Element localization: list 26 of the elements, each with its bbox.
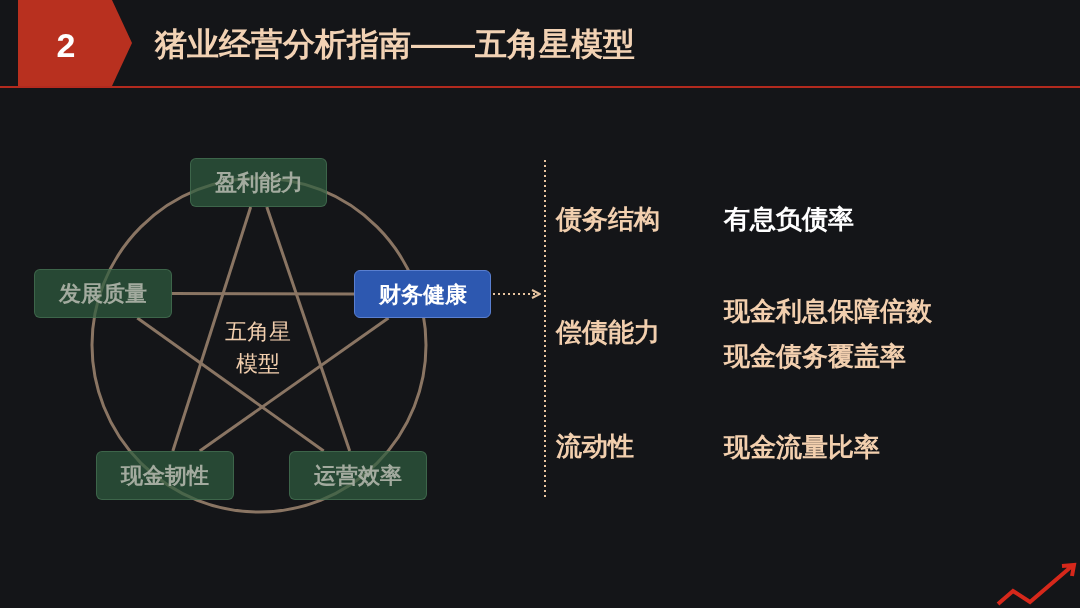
metric-label: 有息负债率: [724, 203, 855, 236]
category-box: [96, 451, 234, 500]
category-label: 偿债能力: [556, 316, 661, 349]
metric-label: 现金债务覆盖率: [724, 340, 907, 373]
dotted-arrow: [492, 289, 541, 299]
star-line: [171, 206, 253, 452]
metric-label: 现金流量比率: [724, 431, 881, 464]
center-label: 五角星模型: [224, 318, 292, 378]
category-label: 流动性: [556, 430, 635, 463]
star-line: [136, 316, 325, 453]
category-box: [190, 158, 327, 207]
highlighted-box: [354, 270, 491, 318]
box-label: 运营效率: [314, 462, 402, 490]
star-line: [265, 206, 352, 452]
category-label: 债务结构: [556, 203, 661, 236]
box-label: 现金韧性: [121, 462, 209, 490]
badge-number: 2: [55, 25, 77, 66]
box-label: 财务健康: [378, 280, 467, 309]
slide-title: 猪业经营分析指南——五角星模型: [155, 25, 635, 64]
star-line: [172, 292, 354, 296]
box-label: 盈利能力: [214, 169, 303, 197]
category-box: [34, 269, 172, 318]
box-label: 发展质量: [59, 280, 147, 308]
category-box: [289, 451, 427, 500]
metric-label: 现金利息保障倍数: [724, 295, 933, 328]
star-line: [198, 316, 390, 453]
